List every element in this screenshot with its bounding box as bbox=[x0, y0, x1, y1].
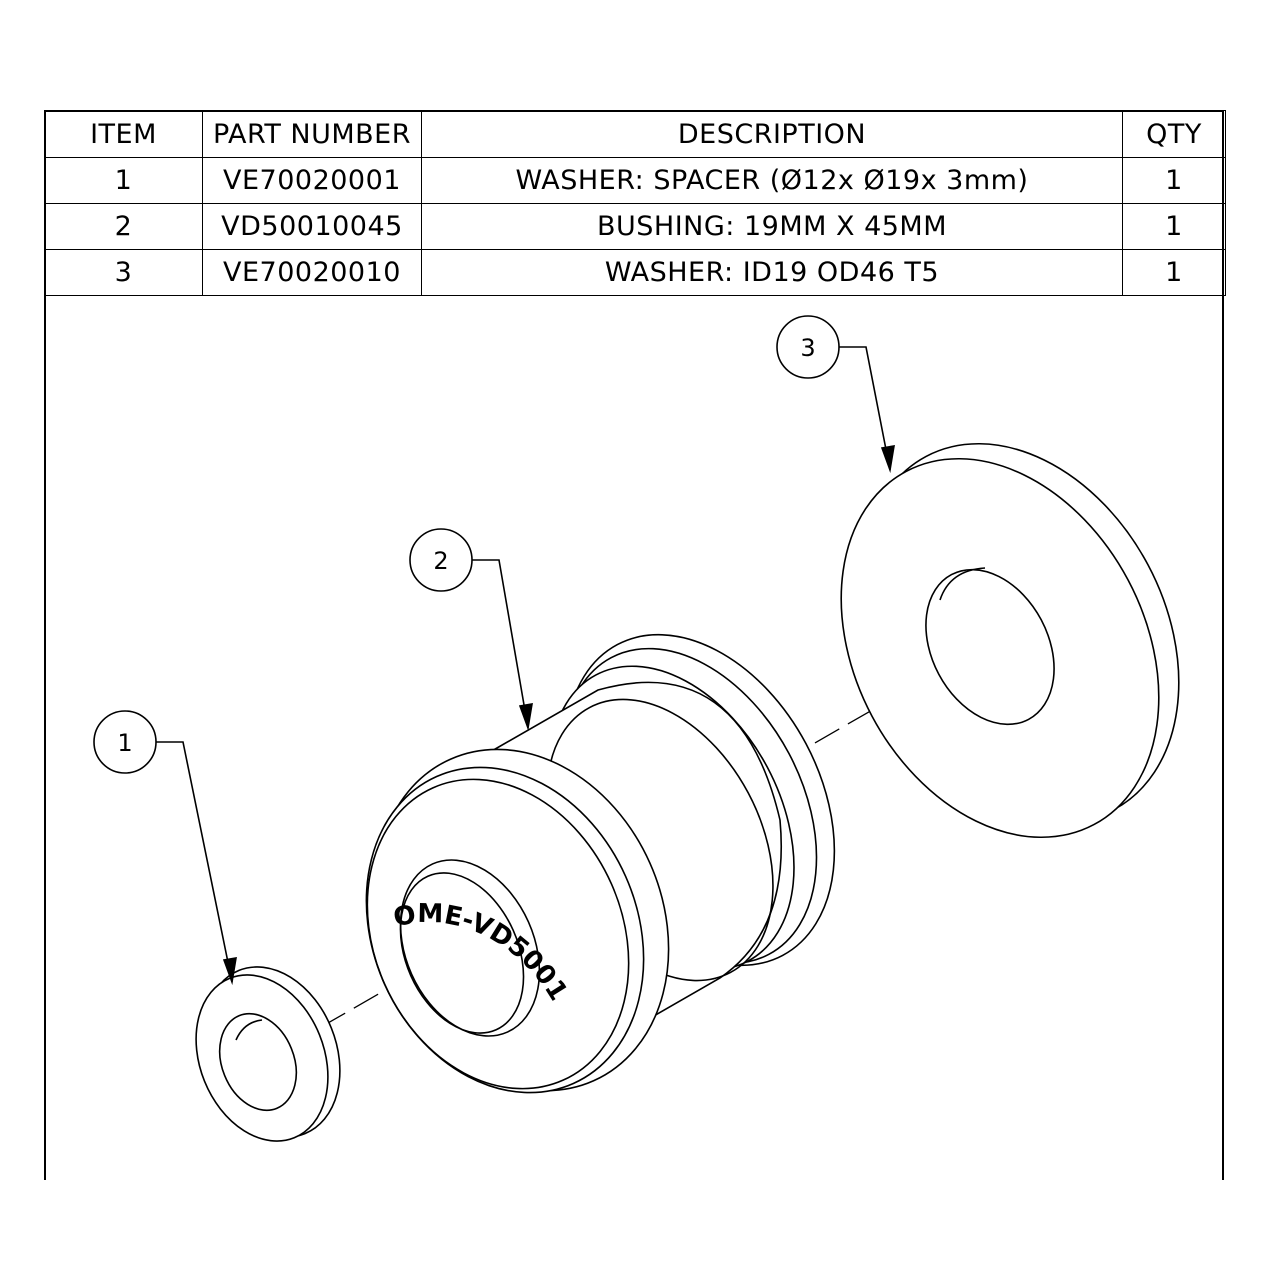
bushing-bore-outer bbox=[399, 859, 541, 1037]
small-washer-part bbox=[195, 966, 341, 1142]
cell-description: WASHER: ID19 OD46 T5 bbox=[421, 249, 1123, 296]
balloon-3: 3 bbox=[776, 315, 895, 474]
header-item: ITEM bbox=[44, 110, 203, 158]
bushing-bore-inner bbox=[399, 872, 525, 1034]
balloon-1-leader bbox=[156, 741, 233, 983]
balloon-2: 2 bbox=[409, 528, 533, 732]
balloon-1-arrowhead bbox=[222, 957, 237, 986]
cell-item: 2 bbox=[44, 203, 203, 250]
balloon-2-arrowhead bbox=[518, 703, 533, 732]
balloon-3-label: 3 bbox=[800, 334, 815, 362]
table-row: 3 VE70020010 WASHER: ID19 OD46 T5 1 bbox=[44, 249, 1226, 296]
cell-part-number: VE70020010 bbox=[202, 249, 422, 296]
table-row: 2 VD50010045 BUSHING: 19MM X 45MM 1 bbox=[44, 203, 1226, 250]
cell-part-number: VD50010045 bbox=[202, 203, 422, 250]
balloon-3-leader bbox=[839, 346, 891, 471]
cell-qty: 1 bbox=[1122, 157, 1226, 204]
balloon-2-label: 2 bbox=[433, 547, 448, 575]
bom-header-row: ITEM PART NUMBER DESCRIPTION QTY bbox=[44, 110, 1226, 158]
table-row: 1 VE70020001 WASHER: SPACER (Ø12x Ø19x 3… bbox=[44, 157, 1226, 204]
cell-description: BUSHING: 19MM X 45MM bbox=[421, 203, 1123, 250]
bushing-front-face-chamfer bbox=[366, 778, 630, 1090]
balloon-1-label: 1 bbox=[117, 729, 132, 757]
balloon-2-leader bbox=[472, 559, 529, 729]
cell-qty: 1 bbox=[1122, 249, 1226, 296]
large-washer-part bbox=[840, 442, 1180, 839]
cell-part-number: VE70020001 bbox=[202, 157, 422, 204]
header-qty: QTY bbox=[1122, 110, 1226, 158]
cell-qty: 1 bbox=[1122, 203, 1226, 250]
bill-of-materials-table: ITEM PART NUMBER DESCRIPTION QTY 1 VE700… bbox=[44, 110, 1226, 296]
cell-item: 1 bbox=[44, 157, 203, 204]
balloon-3-arrowhead bbox=[880, 445, 895, 474]
washer1-bore bbox=[218, 1012, 298, 1112]
balloon-1: 1 bbox=[93, 710, 237, 986]
washer3-bore bbox=[925, 568, 1055, 726]
header-part-number: PART NUMBER bbox=[202, 110, 422, 158]
washer3-bore-inner-edge bbox=[939, 567, 986, 601]
washer1-bore-inner-edge bbox=[235, 1019, 263, 1041]
cell-description: WASHER: SPACER (Ø12x Ø19x 3mm) bbox=[421, 157, 1123, 204]
